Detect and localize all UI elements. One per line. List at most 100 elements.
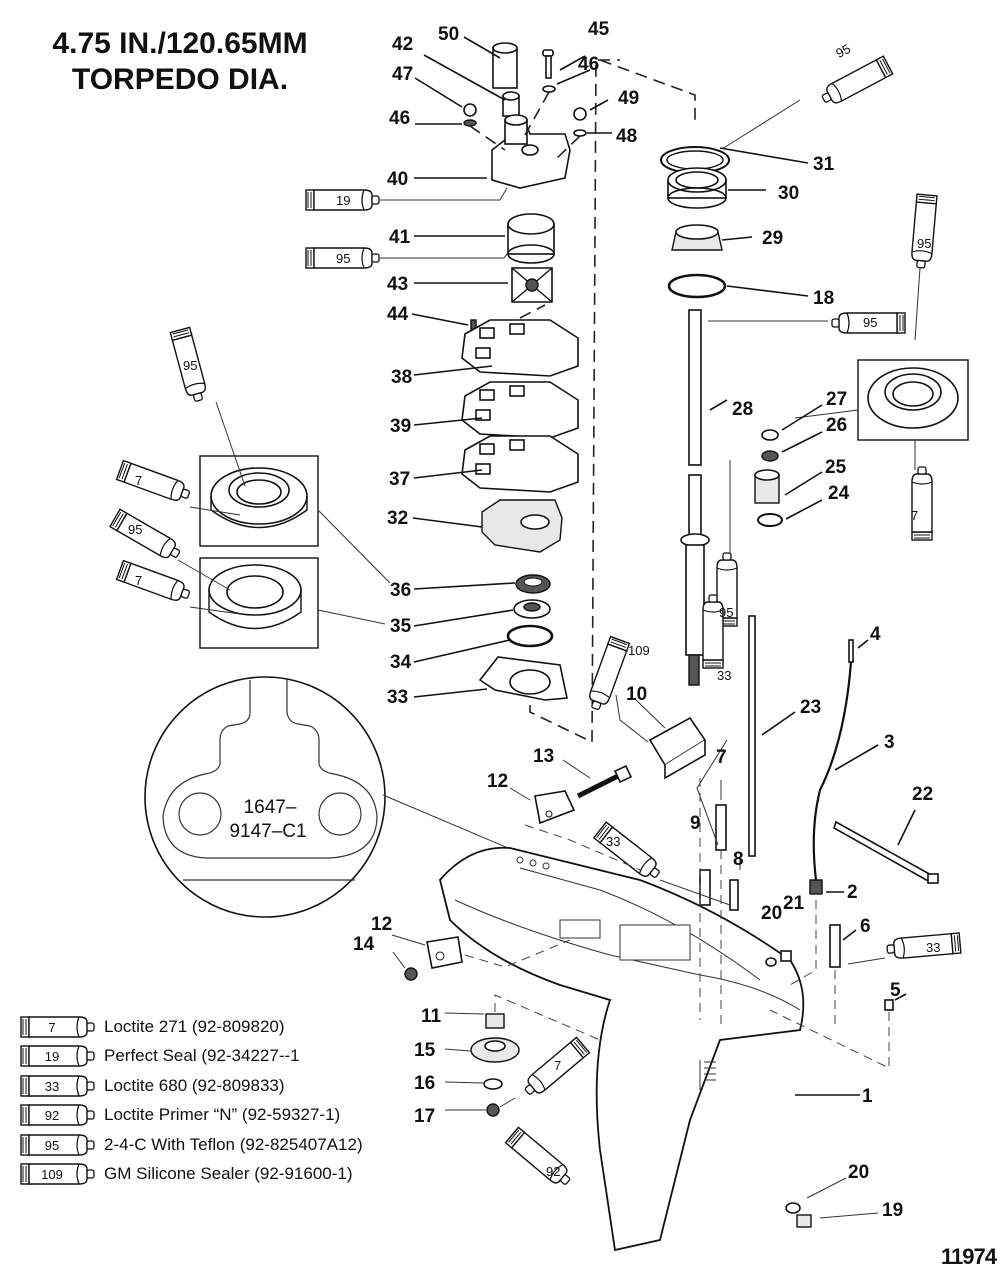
part-43-impeller [511,267,553,303]
tube-label: 33 [926,940,940,955]
callout-36: 36 [390,580,411,601]
callout-20-drain: 20 [848,1162,869,1183]
alignment-line [769,1009,890,1069]
tube-label: 7 [135,573,142,588]
callout-19: 19 [882,1200,903,1221]
title-line-1: 4.75 IN./120.65MM [52,27,308,60]
legend-text: 2-4-C With Teflon (92-825407A12) [104,1134,363,1154]
legend-text: Loctite Primer “N” (92-59327-1) [104,1105,341,1125]
sealant-tube-33-stud-6 [885,932,962,961]
callout-12-top: 12 [487,771,508,792]
part-marking-line-1: 1647– [244,797,297,818]
sealant-tube-7-seal-35 [115,559,193,606]
callout-26: 26 [826,415,847,436]
callout-42: 42 [392,34,413,55]
part-20-washer [765,957,777,967]
part-10-bracket [648,716,707,780]
sealant-legend: 7 Loctite 271 (92-809820) 19 Perfect Sea… [18,1012,363,1189]
part-marking-line-2: 9147–C1 [229,821,306,842]
alignment-line [524,824,641,871]
legend-code: 33 [45,1079,59,1094]
legend-row: 33 Loctite 680 (92-809833) [18,1071,363,1101]
part-50-sleeve [492,42,518,89]
seal-detail-box-36 [199,455,319,547]
callout-5: 5 [890,980,901,1001]
legend-row: 95 2-4-C With Teflon (92-825407A12) [18,1130,363,1160]
alignment-line [529,59,620,744]
sealant-tube-icon: 95 [20,1134,95,1156]
part-8-stud [729,879,739,911]
callout-40: 40 [387,169,408,190]
part-26-seal [761,450,779,462]
part-2-fitting [809,879,823,895]
tube-label: 95 [863,315,877,330]
part-20-washer-drain [785,1202,801,1214]
callout-3: 3 [884,732,895,753]
callout-20: 20 [761,903,782,924]
part-45-screw [542,49,554,79]
part-21-plug [780,950,792,962]
alignment-line [469,125,506,151]
sealant-tube-7-seal-36 [115,459,193,506]
callout-48: 48 [616,126,637,147]
alignment-line [599,59,696,120]
callout-45: 45 [588,19,610,40]
callout-9: 9 [690,813,701,834]
tube-label: 109 [628,643,650,658]
alignment-line [789,900,817,986]
callout-8: 8 [733,849,744,870]
part-30-bearing-cup [667,167,727,209]
callout-18: 18 [813,288,834,309]
part-9-stud [699,869,711,906]
callout-6: 6 [860,916,871,937]
detail-circle-view: 1647– 9147–C1 [144,676,386,918]
legend-code: 95 [45,1138,59,1153]
callout-34: 34 [390,652,412,673]
legend-row: 7 Loctite 271 (92-809820) [18,1012,363,1042]
callout-25: 25 [825,457,847,478]
part-25-bushing [754,469,780,504]
drawing-number: 11974 [941,1244,997,1269]
tube-label: 7 [911,508,918,523]
callout-46-left: 46 [389,108,410,129]
part-5-plug [884,999,894,1011]
alignment-line [554,135,581,161]
tube-label: 7 [135,473,142,488]
diagram-title: 4.75 IN./120.65MM TORPEDO DIA. [20,26,340,98]
part-3-speedometer-tube [812,661,853,881]
legend-code: 19 [45,1049,59,1064]
part-19-drain-screw [796,1214,812,1228]
callout-16: 16 [414,1073,435,1094]
title-line-2: TORPEDO DIA. [71,63,289,96]
part-14-nut [404,967,418,981]
legend-row: 19 Perfect Seal (92-34227--1 [18,1042,363,1072]
callout-39: 39 [390,416,411,437]
callout-14: 14 [353,934,375,955]
callout-50: 50 [438,24,459,45]
part-32-pump-base [481,499,563,553]
sealant-tube-92 [504,1126,576,1191]
part-13-bolt [576,764,633,799]
alignment-line [494,994,601,1041]
tube-label: 33 [606,834,620,849]
part-36-oil-seal [515,574,551,594]
tube-label: 95 [336,251,350,266]
part-11-bearing [485,1013,505,1029]
tube-label: 95 [833,41,853,61]
part-4-cable-end [848,639,854,663]
part-39-plate [461,381,579,439]
tube-label: 7 [554,1058,561,1073]
part-23-shift-shaft [748,615,756,857]
part-16-washer [483,1078,503,1090]
part-15-pinion-gear [470,1037,520,1063]
legend-text: Perfect Seal (92-34227--1 [104,1046,300,1066]
tube-label: 95 [719,605,733,620]
callout-32: 32 [387,508,408,529]
sealant-tube-icon: 19 [20,1045,95,1067]
legend-text: GM Silicone Sealer (92-91600-1) [104,1164,353,1184]
callout-15: 15 [414,1040,436,1061]
part-47-nut [463,103,477,117]
callout-2: 2 [847,882,858,903]
callout-13: 13 [533,746,554,767]
